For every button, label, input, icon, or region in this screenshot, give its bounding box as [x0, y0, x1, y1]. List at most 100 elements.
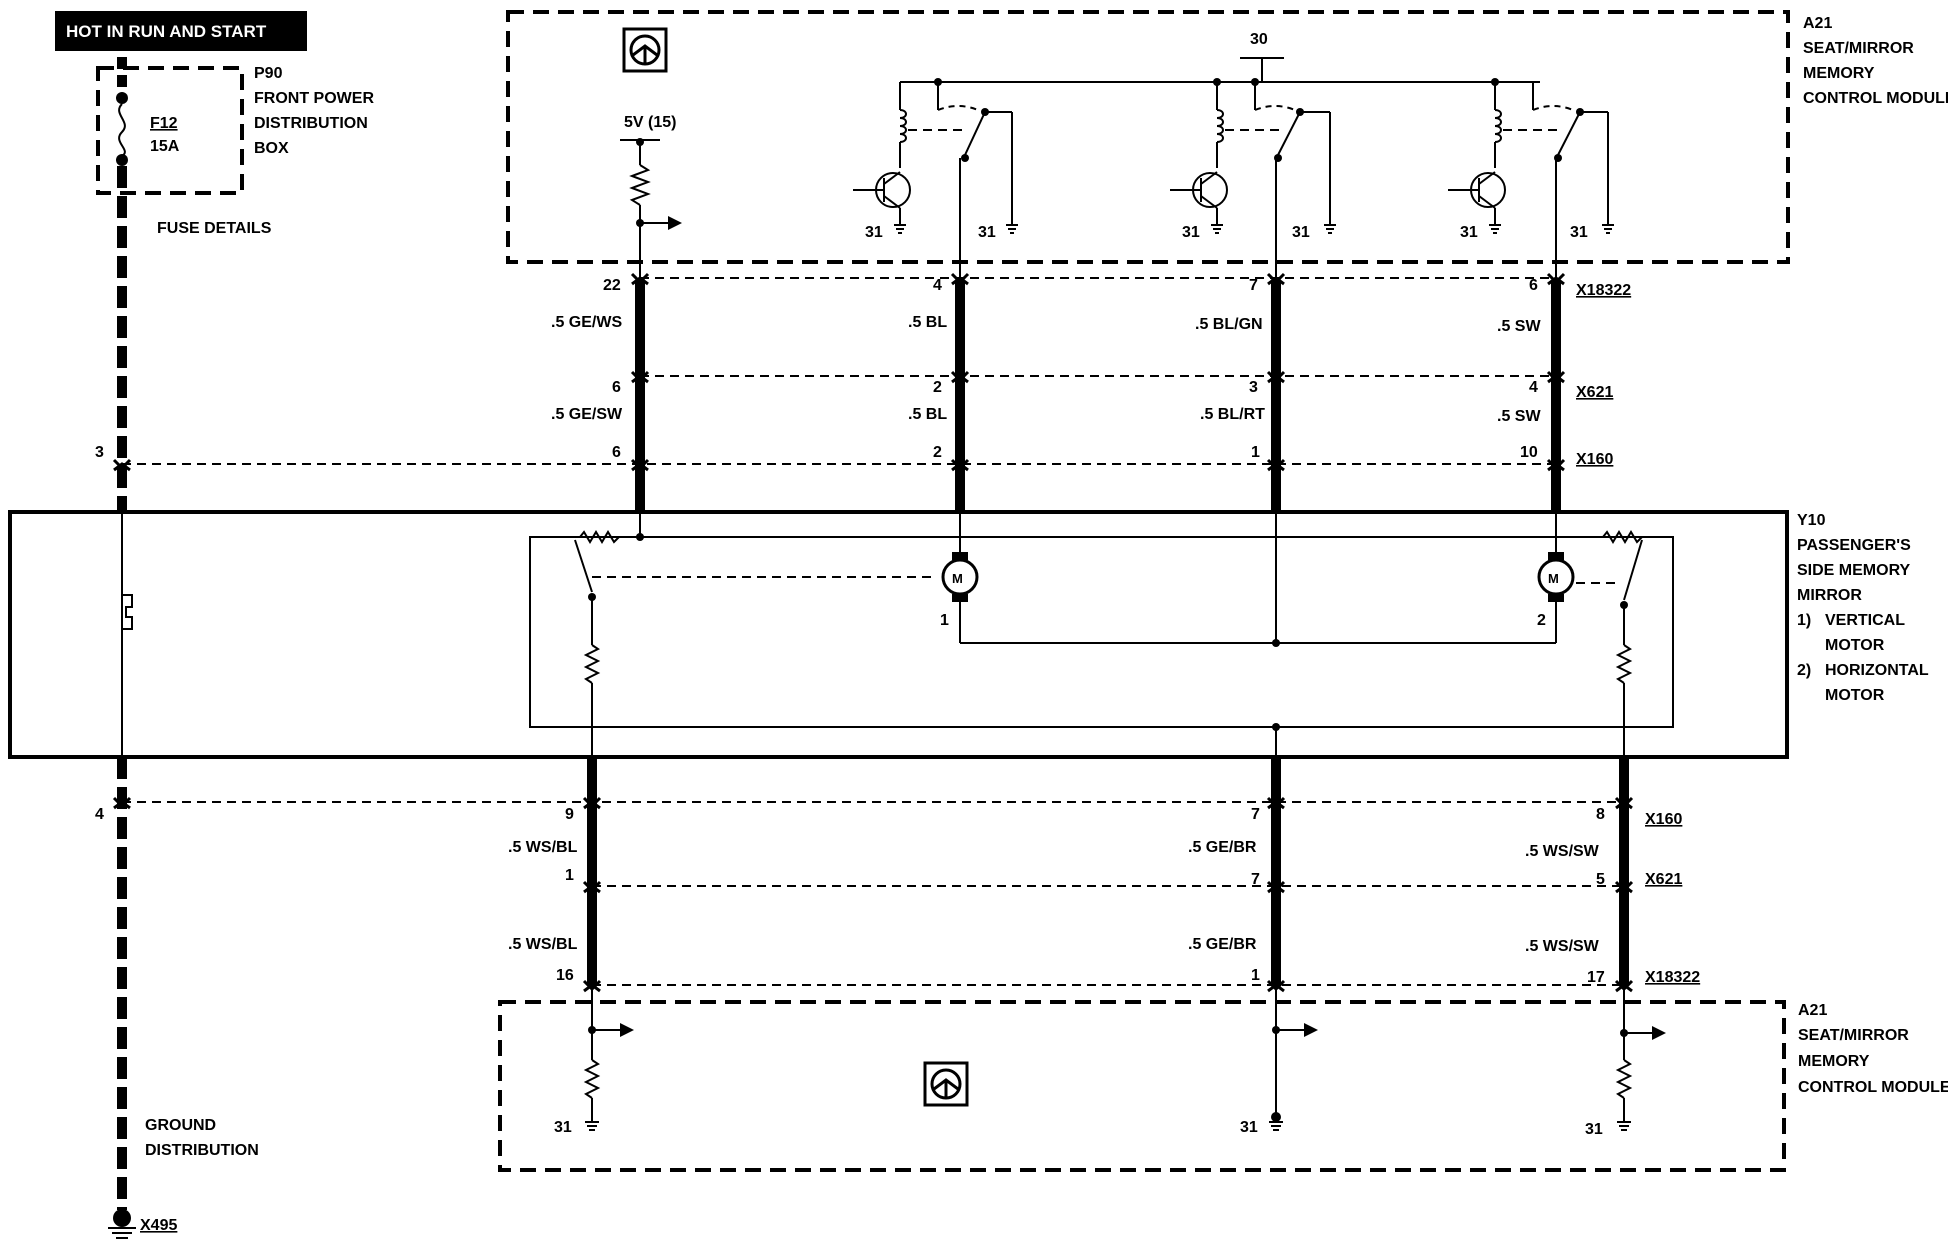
motor-horizontal-num: 2 [1537, 612, 1546, 629]
wire-c1-upper-b: .5 GE/SW [551, 406, 623, 423]
relay3-gnd-a: 31 [1460, 224, 1478, 241]
fuse-details-label: FUSE DETAILS [157, 220, 272, 237]
pin-c2-x621: 2 [933, 379, 942, 396]
mirror-inner-outline [529, 536, 1674, 728]
bottom-gnd-2: 31 [1240, 1119, 1258, 1136]
relay2-gnd-a: 31 [1182, 224, 1200, 241]
connector-x621-upper: X621 [1576, 384, 1613, 401]
relay1-gnd-b: 31 [978, 224, 996, 241]
mirror-note2-a: HORIZONTAL [1825, 662, 1929, 679]
mirror-note2-num: 2) [1797, 662, 1811, 679]
module-top-line3: CONTROL MODULE [1803, 90, 1948, 107]
mirror-line2: SIDE MEMORY [1797, 562, 1911, 579]
ground-line2: DISTRIBUTION [145, 1142, 259, 1159]
module-bottom-id: A21 [1798, 1002, 1827, 1019]
module-top-line2: MEMORY [1803, 65, 1875, 82]
module-top-ecu-icon [622, 27, 668, 73]
connector-x18322-upper: X18322 [1576, 282, 1631, 299]
motor-vertical [941, 512, 1556, 647]
relay1-gnd-a: 31 [865, 224, 883, 241]
pot-right [1602, 530, 1673, 760]
supply-5v-label: 5V (15) [624, 114, 676, 131]
bottom-gnd-3: 31 [1585, 1121, 1603, 1138]
module-bottom-line3: CONTROL MODULE [1798, 1079, 1948, 1096]
module-top-id: A21 [1803, 15, 1832, 32]
pin-lc3-x160: 8 [1596, 806, 1605, 823]
mirror-id: Y10 [1797, 512, 1826, 529]
motor-vertical-num: 1 [940, 612, 949, 629]
relay-driver-2 [1170, 78, 1336, 280]
pin-c4-x621: 4 [1529, 379, 1538, 396]
fuse-icon [118, 103, 126, 157]
fuse-terminal-top [116, 92, 128, 104]
pin-c3-x621: 3 [1249, 379, 1258, 396]
upper-connector-chevrons [112, 272, 1566, 472]
fuse-box-id: P90 [254, 65, 283, 82]
relay-driver-3 [1448, 78, 1614, 280]
header-banner [55, 11, 307, 51]
supply-5v-node [636, 138, 644, 146]
wire-lc1-a: .5 WS/BL [508, 839, 578, 856]
ground-line1: GROUND [145, 1117, 216, 1134]
pin-lc3-x18322: 17 [1587, 969, 1605, 986]
connector-x160-upper: X160 [1576, 451, 1613, 468]
pin-c1-x160: 6 [612, 444, 621, 461]
fuse-box-line1: FRONT POWER [254, 90, 374, 107]
bottom-circuit-2 [1269, 985, 1318, 1131]
mirror-internal-plug [122, 594, 133, 630]
module-bottom-outline [498, 1000, 1786, 1172]
motor-vertical-symbol: M [952, 571, 963, 586]
motor-horizontal-symbol: M [1548, 571, 1559, 586]
header-title: HOT IN RUN AND START [66, 22, 267, 41]
pin-left-3: 3 [95, 444, 104, 461]
pin-c3-x160: 1 [1251, 444, 1260, 461]
wire-lc3-a: .5 WS/SW [1525, 843, 1600, 860]
mirror-line1: PASSENGER'S [1797, 537, 1911, 554]
wire-c3-upper-b: .5 BL/RT [1200, 406, 1265, 423]
bottom-gnd-1: 31 [554, 1119, 572, 1136]
pin-c1-x18322: 22 [603, 277, 621, 294]
module-bottom-ecu-icon [923, 1061, 969, 1107]
wire-c1-upper-a: .5 GE/WS [551, 314, 622, 331]
pin-c4-x18322: 6 [1529, 277, 1538, 294]
mirror-note1-num: 1) [1797, 612, 1811, 629]
wire-lc2-b: .5 GE/BR [1188, 936, 1257, 953]
module-top-line1: SEAT/MIRROR [1803, 40, 1914, 57]
supply-30-label: 30 [1250, 31, 1268, 48]
module-top-outline [506, 10, 1790, 264]
connector-x495: X495 [140, 1217, 177, 1234]
upper-harness [122, 277, 1561, 512]
relay2-gnd-b: 31 [1292, 224, 1310, 241]
bottom-circuit-3 [1615, 985, 1666, 1131]
pin-c1-x621: 6 [612, 379, 621, 396]
pin-left-4: 4 [95, 806, 104, 823]
pin-lc1-x621: 1 [565, 867, 574, 884]
mirror-note2-b: MOTOR [1825, 687, 1885, 704]
wire-c4-upper-b: .5 SW [1497, 408, 1541, 425]
fuse-terminal-bottom [116, 154, 128, 166]
fuse-box-line2: DISTRIBUTION [254, 115, 368, 132]
wire-lc3-b: .5 WS/SW [1525, 938, 1600, 955]
module-top-ecu-glyph [632, 44, 658, 64]
relay-driver-1 [853, 78, 1018, 280]
fuse-rating: 15A [150, 138, 180, 155]
fuse-box-outline [96, 66, 244, 195]
pin-lc2-x160: 7 [1251, 806, 1260, 823]
mirror-note1-a: VERTICAL [1825, 612, 1905, 629]
connector-x621-lower: X621 [1645, 871, 1682, 888]
bottom-circuit-1 [583, 985, 634, 1131]
wire-c3-upper-a: .5 BL/GN [1195, 316, 1263, 333]
fuse-id: F12 [150, 115, 178, 132]
pin-c3-x18322: 7 [1249, 277, 1258, 294]
mirror-outline [8, 510, 1789, 759]
pin-c4-x160: 10 [1520, 444, 1538, 461]
pin-c2-x160: 2 [933, 444, 942, 461]
ground-point [113, 1209, 131, 1227]
wire-lc1-b: .5 WS/BL [508, 936, 578, 953]
module-bottom-ecu-glyph [933, 1078, 959, 1098]
pin-c2-x18322: 4 [933, 277, 942, 294]
motor-horizontal [1537, 512, 1618, 643]
pullup-resistor [629, 164, 651, 206]
mirror-line3: MIRROR [1797, 587, 1862, 604]
